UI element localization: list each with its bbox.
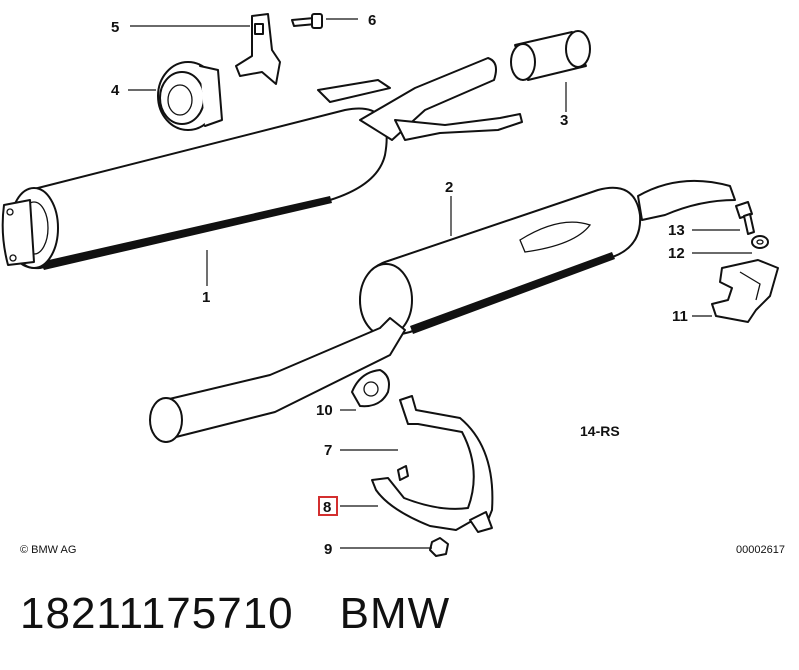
front-muffler — [1, 57, 523, 270]
callout-10: 10 — [316, 402, 333, 419]
callout-6: 6 — [368, 12, 376, 29]
callout-12: 12 — [668, 245, 685, 262]
exhaust-parts-diagram: 1 2 3 4 5 6 7 8 9 10 11 12 13 14-RS © BM… — [1, 12, 785, 558]
callout-8-highlight-box — [318, 496, 338, 516]
leader-lines — [128, 18, 752, 549]
callout-11: 11 — [672, 308, 688, 325]
callout-9: 9 — [324, 541, 332, 558]
callout-8: 8 — [323, 499, 331, 516]
callout-1: 1 — [202, 289, 210, 306]
part-caption: 18211175710 BMW — [20, 584, 780, 644]
bolt-part-6 — [291, 13, 323, 29]
callout-4: 4 — [111, 82, 120, 99]
part-number: 18211175710 — [20, 589, 294, 638]
callout-5: 5 — [111, 19, 119, 36]
callout-13: 13 — [668, 222, 685, 239]
copyright-label: © BMW AG — [20, 544, 76, 556]
clamp-band-parts-7-8 — [371, 395, 494, 533]
rubber-mount-part-4 — [157, 61, 223, 131]
washer-part-12 — [751, 235, 769, 249]
nut-part-9 — [429, 537, 449, 557]
model-code-label: 14-RS — [580, 423, 620, 439]
rubber-ring-part-10 — [351, 369, 390, 408]
callout-3: 3 — [560, 112, 568, 129]
rear-bracket-part-11 — [711, 259, 779, 323]
rear-muffler — [149, 179, 736, 443]
drawing-number-label: 00002617 — [736, 544, 785, 556]
callout-2: 2 — [445, 179, 453, 196]
hanger-bracket-part-5 — [235, 13, 281, 85]
brand-name: BMW — [339, 589, 451, 638]
screw-part-13 — [735, 201, 755, 235]
callout-7: 7 — [324, 442, 332, 459]
callout-labels: 1 2 3 4 5 6 7 8 9 10 11 12 13 — [111, 12, 688, 558]
sleeve-part-3 — [510, 30, 591, 81]
